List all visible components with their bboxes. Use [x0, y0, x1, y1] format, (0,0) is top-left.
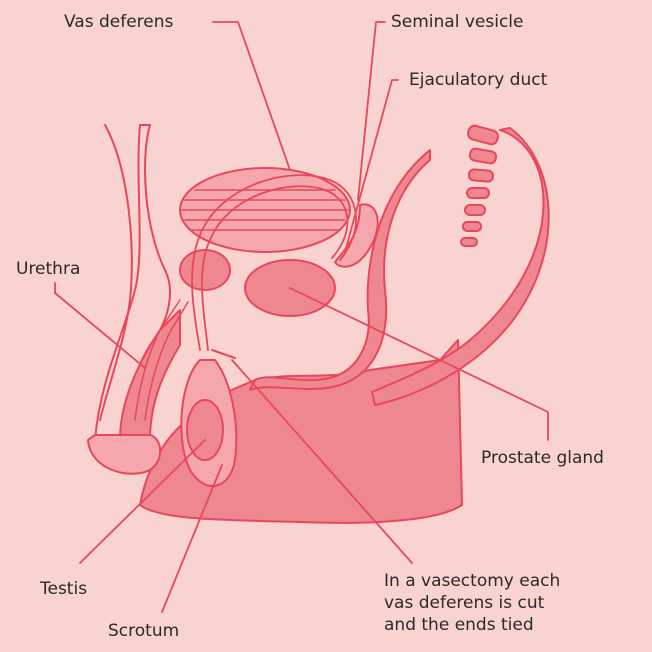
label-vas-deferens: Vas deferens	[64, 11, 173, 33]
testis-shape	[187, 400, 223, 460]
label-ejaculatory-duct: Ejaculatory duct	[409, 69, 547, 91]
cut-mark	[212, 350, 235, 358]
vasectomy-note-line-3: and the ends tied	[384, 614, 644, 636]
label-testis: Testis	[40, 578, 87, 600]
label-seminal-vesicle: Seminal vesicle	[391, 11, 523, 33]
vasectomy-note-line-2: vas deferens is cut	[384, 592, 644, 614]
label-vasectomy-note: In a vasectomy each vas deferens is cut …	[384, 570, 644, 636]
colon-curve	[372, 128, 549, 405]
label-urethra: Urethra	[16, 258, 80, 280]
thigh-line	[100, 125, 132, 420]
glans	[88, 435, 160, 474]
vasectomy-note-line-1: In a vasectomy each	[384, 570, 644, 592]
spine	[461, 124, 499, 246]
leader-lines	[55, 22, 548, 612]
label-scrotum: Scrotum	[108, 620, 179, 642]
label-prostate-gland: Prostate gland	[481, 447, 604, 469]
